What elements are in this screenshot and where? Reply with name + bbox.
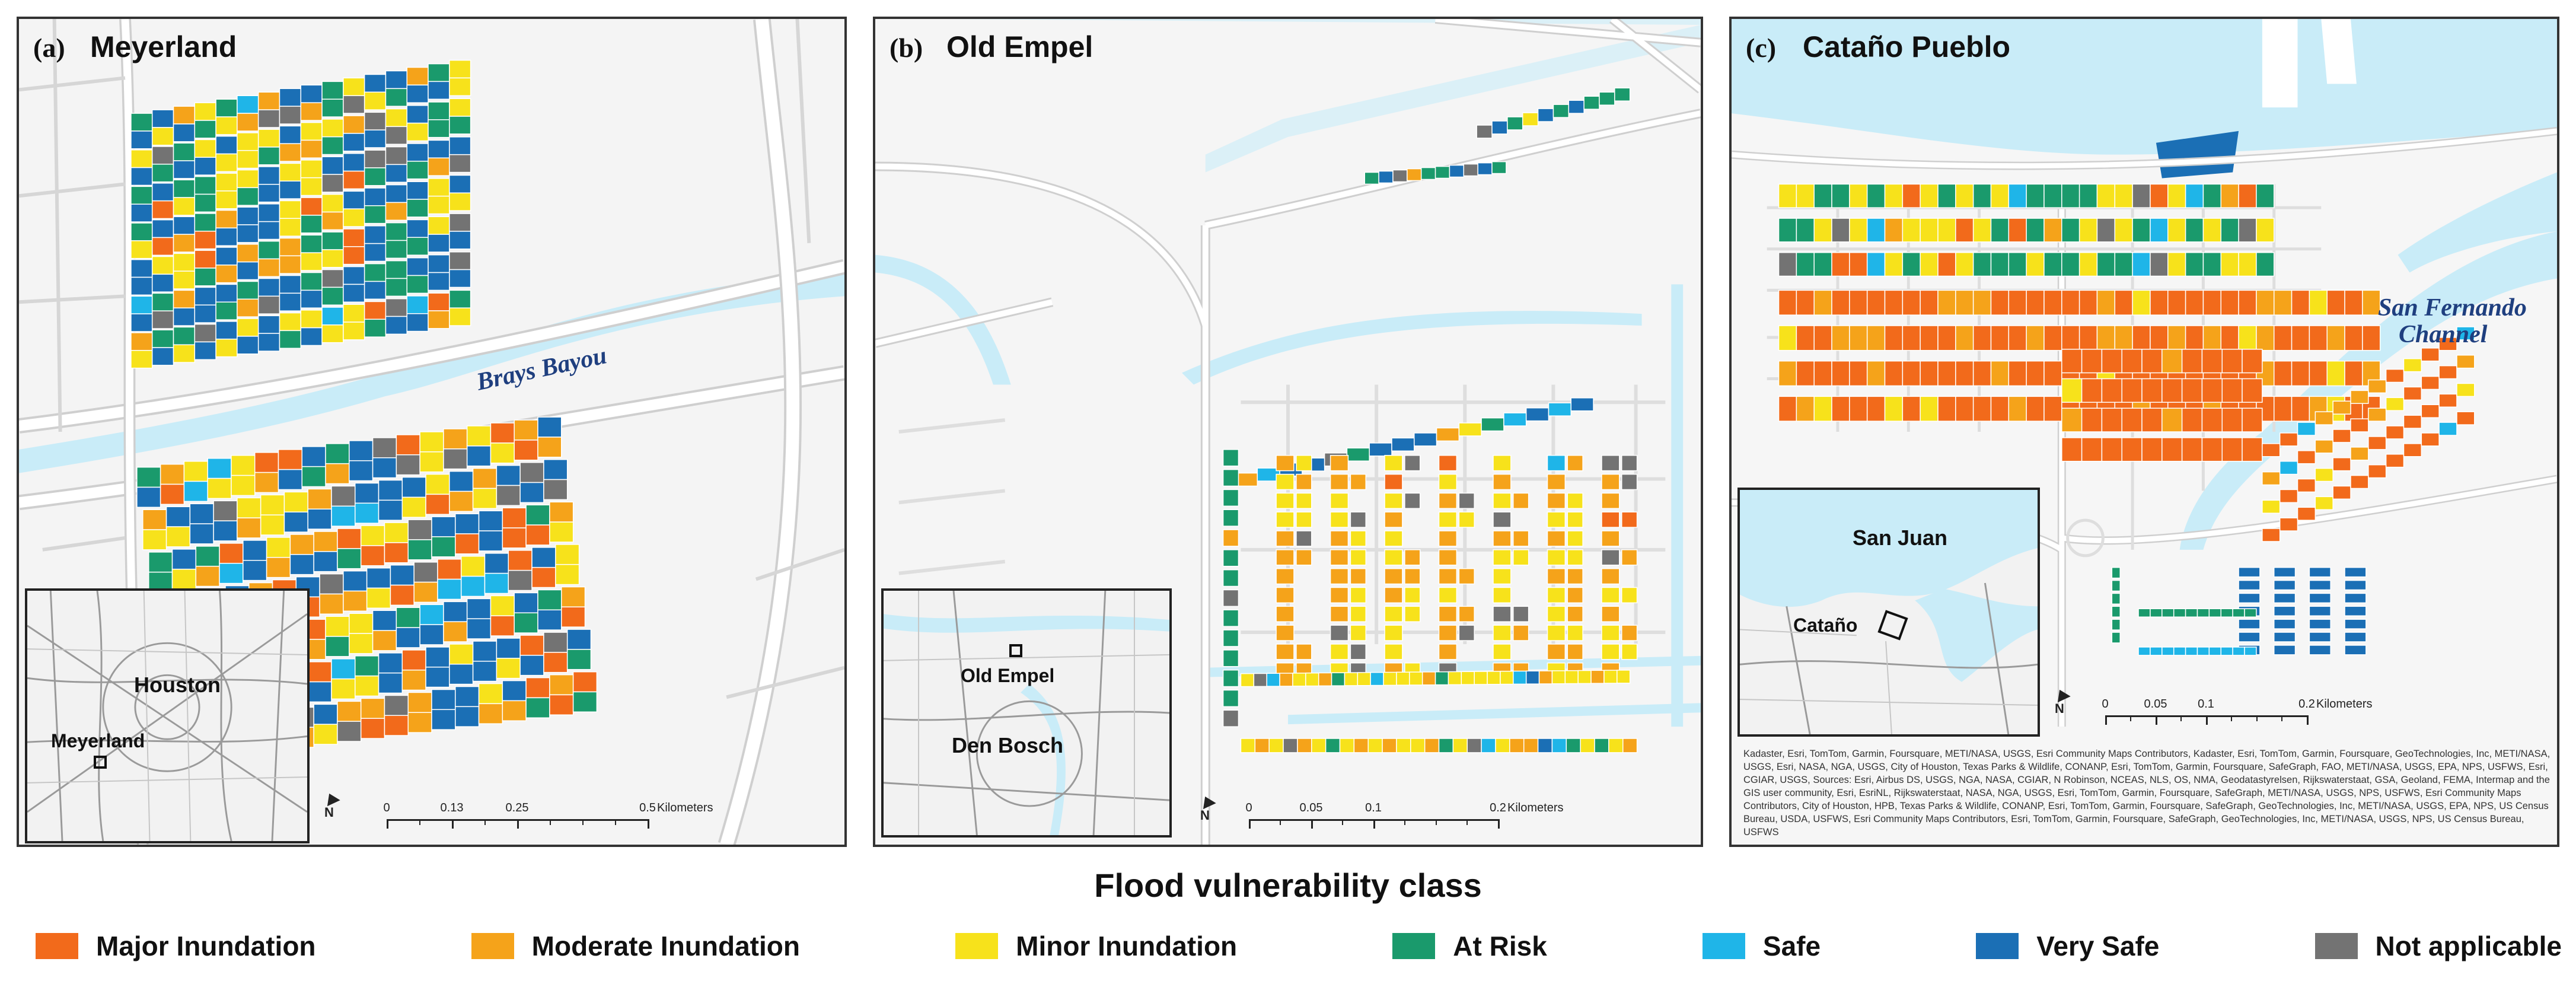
inset-label-meyerland: Meyerland bbox=[51, 730, 145, 751]
inset-label-old-empel: Old Empel bbox=[961, 665, 1055, 686]
scale-tick-label: 0.2 bbox=[1490, 801, 1506, 814]
panel-old-empel: (b) Old Empel Old Empel Den Bosch N 0 0.… bbox=[873, 17, 1703, 847]
scale-unit: Kilometers bbox=[2316, 698, 2373, 711]
legend-swatch bbox=[36, 933, 78, 959]
panel-label: (a) bbox=[33, 33, 65, 63]
locator-inset: San Juan Cataño bbox=[1737, 488, 2040, 737]
scale-unit: Kilometers bbox=[657, 801, 713, 814]
scale-tick-label: 0 bbox=[383, 801, 390, 814]
scale-tick-label: 0.05 bbox=[1299, 801, 1323, 814]
panel-title: Meyerland bbox=[90, 30, 237, 63]
legend-label: Minor Inundation bbox=[1016, 931, 1238, 961]
legend-item-moderate-inundation: Moderate Inundation bbox=[471, 930, 800, 962]
scale-bar: 0 0.05 0.1 0.2 Kilometers bbox=[2102, 698, 2384, 737]
panel-label: (b) bbox=[890, 33, 923, 63]
inset-basemap bbox=[1740, 490, 2038, 734]
scale-tick-label: 0.13 bbox=[440, 801, 464, 814]
scale-tick-label: 0.5 bbox=[639, 801, 656, 814]
legend-swatch bbox=[471, 933, 514, 959]
panel-title: Old Empel bbox=[946, 30, 1093, 63]
inset-label-catano: Cataño bbox=[1793, 614, 1858, 636]
channel-label-line2: Channel bbox=[2399, 321, 2488, 348]
legend-label: Safe bbox=[1762, 931, 1821, 961]
location-marker bbox=[94, 756, 107, 769]
legend-swatch bbox=[2314, 933, 2358, 959]
scale-unit: Kilometers bbox=[1507, 801, 1564, 814]
legend-label: Not applicable bbox=[2375, 931, 2562, 961]
inset-label-san-juan: San Juan bbox=[1853, 526, 1948, 550]
legend-item-at-risk: At Risk bbox=[1392, 930, 1547, 962]
legend-item-very-safe: Very Safe bbox=[1976, 930, 2159, 962]
legend-label: At Risk bbox=[1453, 931, 1547, 961]
scale-tick-label: 0.05 bbox=[2144, 698, 2167, 711]
inset-label-den-bosch: Den Bosch bbox=[952, 733, 1064, 757]
legend-item-minor-inundation: Minor Inundation bbox=[955, 930, 1237, 962]
scale-tick-label: 0 bbox=[2102, 698, 2109, 711]
north-arrow: N bbox=[1198, 793, 1216, 823]
scale-tick-label: 0.1 bbox=[1365, 801, 1382, 814]
legend-item-not-applicable: Not applicable bbox=[2314, 930, 2562, 962]
catano-parcels bbox=[1778, 183, 2475, 656]
legend-swatch bbox=[1392, 933, 1436, 959]
locator-inset: Old Empel Den Bosch bbox=[881, 588, 1172, 837]
scale-tick-label: 0 bbox=[1245, 801, 1252, 814]
scale-tick-label: 0.25 bbox=[505, 801, 529, 814]
inset-label-houston: Houston bbox=[134, 673, 221, 697]
inset-basemap bbox=[27, 591, 307, 841]
legend-label: Moderate Inundation bbox=[531, 931, 800, 961]
legend: Major Inundation Moderate Inundation Min… bbox=[36, 925, 2562, 967]
legend-swatch bbox=[1976, 933, 2019, 959]
location-marker bbox=[1009, 644, 1022, 657]
scale-tick-label: 0.2 bbox=[2298, 698, 2315, 711]
north-arrow: N bbox=[323, 790, 340, 820]
legend-label: Very Safe bbox=[2036, 931, 2160, 961]
legend-swatch bbox=[955, 933, 999, 959]
catano-basemap bbox=[1732, 19, 2557, 845]
panel-label: (c) bbox=[1746, 33, 1777, 63]
north-arrow: N bbox=[2053, 686, 2071, 716]
legend-title: Flood vulnerability class bbox=[1094, 867, 1482, 904]
meyerland-north-parcels bbox=[130, 59, 471, 369]
scale-tick-label: 0.1 bbox=[2198, 698, 2214, 711]
legend-label: Major Inundation bbox=[96, 931, 316, 961]
legend-swatch bbox=[1702, 933, 1745, 959]
map-attribution: Kadaster, Esri, TomTom, Garmin, Foursqua… bbox=[1743, 749, 2551, 837]
panel-meyerland: (a) Meyerland Brays Bayou Houston Meyerl… bbox=[17, 17, 847, 847]
panel-catano-pueblo: (c) Cataño Pueblo San Fernando Channel S… bbox=[1729, 17, 2559, 847]
scale-bar: 0 0.13 0.25 0.5 Kilometers bbox=[383, 801, 713, 840]
old-empel-parcels bbox=[1222, 87, 1638, 753]
legend-item-major-inundation: Major Inundation bbox=[36, 930, 316, 962]
channel-label-line1: San Fernando bbox=[2378, 294, 2527, 321]
locator-inset: Houston Meyerland bbox=[25, 588, 310, 843]
panel-title: Cataño Pueblo bbox=[1803, 30, 2011, 63]
scale-bar: 0 0.05 0.1 0.2 Kilometers bbox=[1245, 801, 1563, 840]
inset-basemap bbox=[884, 591, 1169, 835]
legend-item-safe: Safe bbox=[1702, 930, 1821, 962]
